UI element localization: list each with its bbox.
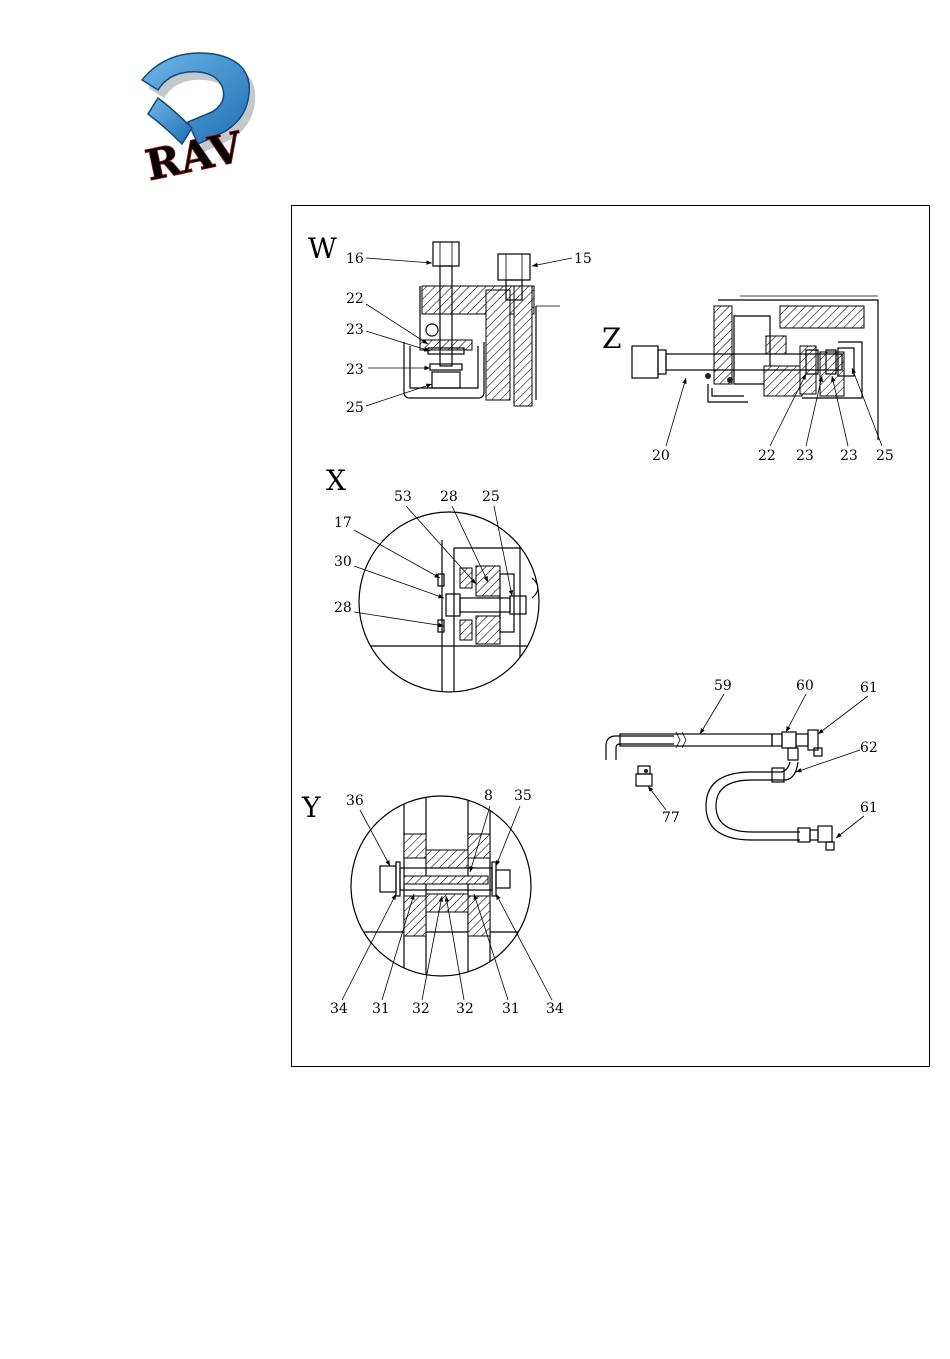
callout-28-x-b: 28 [334,600,352,616]
callout-30: 30 [334,554,352,570]
callout-32-a: 32 [412,1001,430,1017]
view-w-title: W [308,232,337,265]
callout-61-a: 61 [860,680,878,696]
callout-28-x-a: 28 [440,489,458,505]
callout-23-w-a: 23 [346,322,364,338]
callout-16: 16 [346,251,364,267]
callout-25-x: 25 [482,489,500,505]
view-z: Z 20 22 23 23 25 [602,296,894,464]
callout-15: 15 [574,251,592,267]
callout-22-z: 22 [758,448,776,464]
view-w: W 16 15 22 23 23 25 [308,232,592,416]
callout-20: 20 [652,448,670,464]
callout-61-b: 61 [860,800,878,816]
callout-25-z: 25 [876,448,894,464]
callout-34-b: 34 [546,1001,564,1017]
callout-60: 60 [796,678,814,694]
hose-assembly: 59 60 61 62 77 61 [606,678,878,850]
callout-8: 8 [484,788,493,804]
callout-35: 35 [514,788,532,804]
callout-25-w: 25 [346,400,364,416]
callout-23-z-a: 23 [796,448,814,464]
callout-23-z-b: 23 [840,448,858,464]
view-x-title: X [326,464,346,497]
view-y: Y 36 8 35 34 31 [301,788,564,1017]
callout-77: 77 [662,810,680,826]
callout-31-a: 31 [372,1001,390,1017]
callout-36: 36 [346,793,364,809]
callout-32-b: 32 [456,1001,474,1017]
callout-53: 53 [394,489,412,505]
callout-62: 62 [860,740,878,756]
callout-23-w-b: 23 [346,362,364,378]
view-x: X 53 28 25 17 30 28 [326,464,540,700]
view-y-title: Y [301,791,321,824]
callout-31-b: 31 [502,1001,520,1017]
callout-59: 59 [714,678,732,694]
callout-22-w: 22 [346,291,364,307]
view-z-title: Z [602,322,621,355]
callout-34-a: 34 [330,1001,348,1017]
callout-17: 17 [334,515,352,531]
